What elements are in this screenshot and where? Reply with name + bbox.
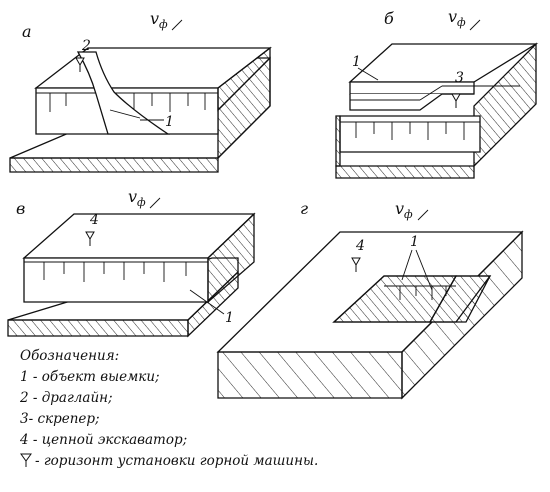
panel-g-velocity: vф — [395, 199, 413, 221]
panel-a-num-dragline: 2 — [81, 38, 91, 54]
panel-b-num-scraper: 3 — [455, 70, 464, 86]
panel-b-num-object: 1 — [352, 54, 361, 70]
panel-b-letter: б — [384, 9, 394, 28]
panel-v-num-excavator: 4 — [89, 212, 99, 228]
panel-a-velocity-arrow — [171, 19, 183, 31]
panel-a-excavation — [76, 51, 171, 135]
panel-b-velocity: vф — [448, 7, 466, 29]
panel-b: б vф 1 3 — [335, 7, 539, 179]
panel-a-num-object: 1 — [165, 114, 174, 130]
panel-v-velocity-arrow — [149, 197, 161, 209]
panel-v-slab-front — [7, 319, 189, 337]
panel-v-bench-ticks — [24, 261, 208, 282]
legend-item-scraper: 3- скрепер; — [20, 411, 100, 427]
panel-a-slab-front — [9, 157, 219, 173]
panel-v: в vф 4 1 — [7, 187, 256, 338]
panel-g-letter: г — [300, 199, 308, 218]
legend-item-dragline: 2 - драглайн; — [20, 390, 113, 406]
horizon-marker-icon — [85, 231, 95, 246]
panel-a-letter: а — [22, 22, 32, 41]
legend-item-horizon-text: - горизонт установки горной машины. — [35, 453, 319, 469]
panel-v-velocity: vф — [128, 187, 146, 209]
panel-b-velocity-arrow — [469, 19, 481, 31]
legend-item-horizon: - горизонт установки горной машины. — [20, 451, 380, 472]
horizon-marker-icon — [451, 93, 461, 108]
panel-b-slab-front — [335, 165, 475, 179]
horizon-marker-icon — [20, 453, 32, 467]
legend-item-chain-excavator: 4 - цепной экскаватор; — [20, 432, 188, 448]
panel-b-bench-ticks — [340, 121, 480, 153]
panel-g: г vф 4 1 — [216, 199, 524, 400]
horizon-marker-icon — [351, 257, 361, 272]
panel-a: а vф 2 1 — [9, 9, 272, 173]
panel-v-slab-side — [207, 212, 255, 304]
legend: Обозначения: 1 - объект выемки; 2 - драг… — [20, 346, 380, 472]
legend-item-object: 1 - объект выемки; — [20, 369, 160, 385]
legend-title: Обозначения: — [20, 348, 120, 364]
panel-g-num-excavator: 4 — [355, 238, 365, 254]
panel-g-velocity-arrow — [417, 209, 429, 221]
horizon-marker-icon — [75, 57, 85, 72]
panel-v-letter: в — [16, 199, 25, 218]
panel-a-velocity: vф — [150, 9, 168, 31]
panel-g-num-object: 1 — [410, 234, 419, 250]
panel-v-num-object: 1 — [225, 310, 234, 326]
